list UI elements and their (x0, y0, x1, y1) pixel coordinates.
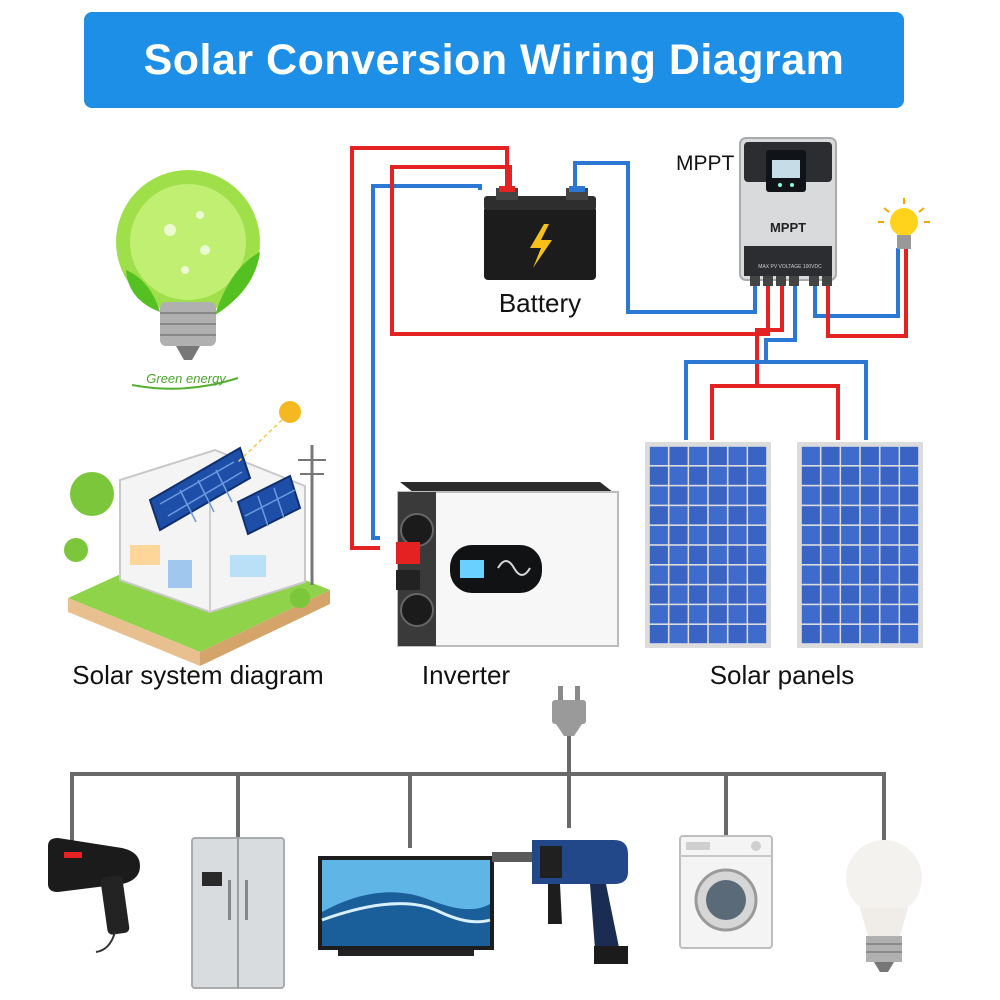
solar-system-label: Solar system diagram (72, 660, 323, 690)
panel2-negative (766, 360, 868, 440)
dc-wires (350, 146, 908, 550)
washing-machine-icon (679, 835, 773, 949)
mppt-device-label: MPPT (770, 220, 806, 235)
power-drill-icon (492, 840, 628, 964)
battery-label: Battery (499, 288, 581, 318)
solar-panel-left (645, 442, 771, 648)
inverter-label: Inverter (422, 660, 510, 690)
inverter-negative-wire (371, 184, 482, 540)
light-bulb-icon (846, 840, 922, 972)
svg-text:MAX PV VOLTAGE 100VDC: MAX PV VOLTAGE 100VDC (758, 264, 822, 270)
mppt-to-lamp-positive (826, 248, 908, 338)
mppt-controller-icon: MAX PV VOLTAGE 100VDC (739, 137, 837, 286)
solar-panel-right (797, 442, 923, 648)
diagram-title: Solar Conversion Wiring Diagram (143, 36, 845, 84)
inverter-icon (396, 482, 619, 647)
panel2-positive (757, 384, 840, 440)
mppt-to-lamp-negative (813, 248, 900, 318)
mppt-label: MPPT (676, 152, 735, 175)
title-banner: Solar Conversion Wiring Diagram (84, 12, 904, 108)
battery-icon (484, 186, 596, 280)
solar-house-icon (64, 445, 330, 666)
refrigerator-icon (191, 837, 285, 989)
mppt-to-panels-positive (710, 286, 784, 440)
plug-icon (552, 686, 586, 736)
battery-positive-to-mppt (390, 165, 770, 336)
mppt-to-panels-negative (684, 286, 797, 440)
green-energy-label: Green energy (146, 371, 227, 386)
load-bus (70, 736, 886, 848)
sun-icon (279, 401, 301, 423)
solar-panels-label: Solar panels (710, 660, 855, 690)
small-lamp-icon (878, 198, 930, 249)
inverter-positive-wire (350, 146, 509, 550)
hair-dryer-icon (48, 838, 140, 953)
television-icon (318, 856, 494, 956)
battery-negative-to-mppt (573, 161, 757, 314)
solar-panels-group (645, 442, 923, 648)
green-energy-bulb-icon (116, 170, 260, 390)
